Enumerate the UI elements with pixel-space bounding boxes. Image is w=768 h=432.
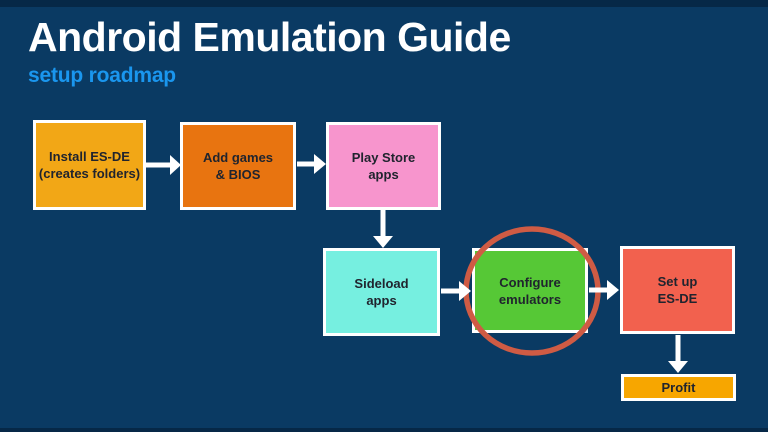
node-label: Sideload apps <box>354 276 409 308</box>
page-subtitle: setup roadmap <box>28 64 176 87</box>
node-label: Add games & BIOS <box>202 150 274 182</box>
arrow-down-icon <box>373 210 393 248</box>
arrow-right-icon <box>589 280 619 300</box>
node-add-games-bios: Add games & BIOS <box>180 122 296 210</box>
node-install-esde: Install ES-DE (creates folders) <box>33 120 146 210</box>
arrow-right-icon <box>441 281 471 301</box>
arrow-right-icon <box>146 155 181 175</box>
node-configure-emulators: Configure emulators <box>472 248 588 333</box>
arrow-down-icon <box>668 335 688 373</box>
node-setup-esde: Set up ES-DE <box>620 246 735 334</box>
node-label: Configure emulators <box>498 274 562 307</box>
frame-edge-bottom <box>0 428 768 432</box>
node-label: Set up ES-DE <box>657 274 698 306</box>
node-profit: Profit <box>621 374 736 401</box>
node-sideload-apps: Sideload apps <box>323 248 440 336</box>
node-label: Install ES-DE (creates folders) <box>38 149 141 181</box>
page-title: Android Emulation Guide <box>28 14 511 60</box>
node-label: Profit <box>661 380 696 395</box>
node-label: Play Store apps <box>351 150 416 182</box>
node-play-store-apps: Play Store apps <box>326 122 441 210</box>
arrow-right-icon <box>297 154 326 174</box>
frame-edge-top <box>0 0 768 7</box>
